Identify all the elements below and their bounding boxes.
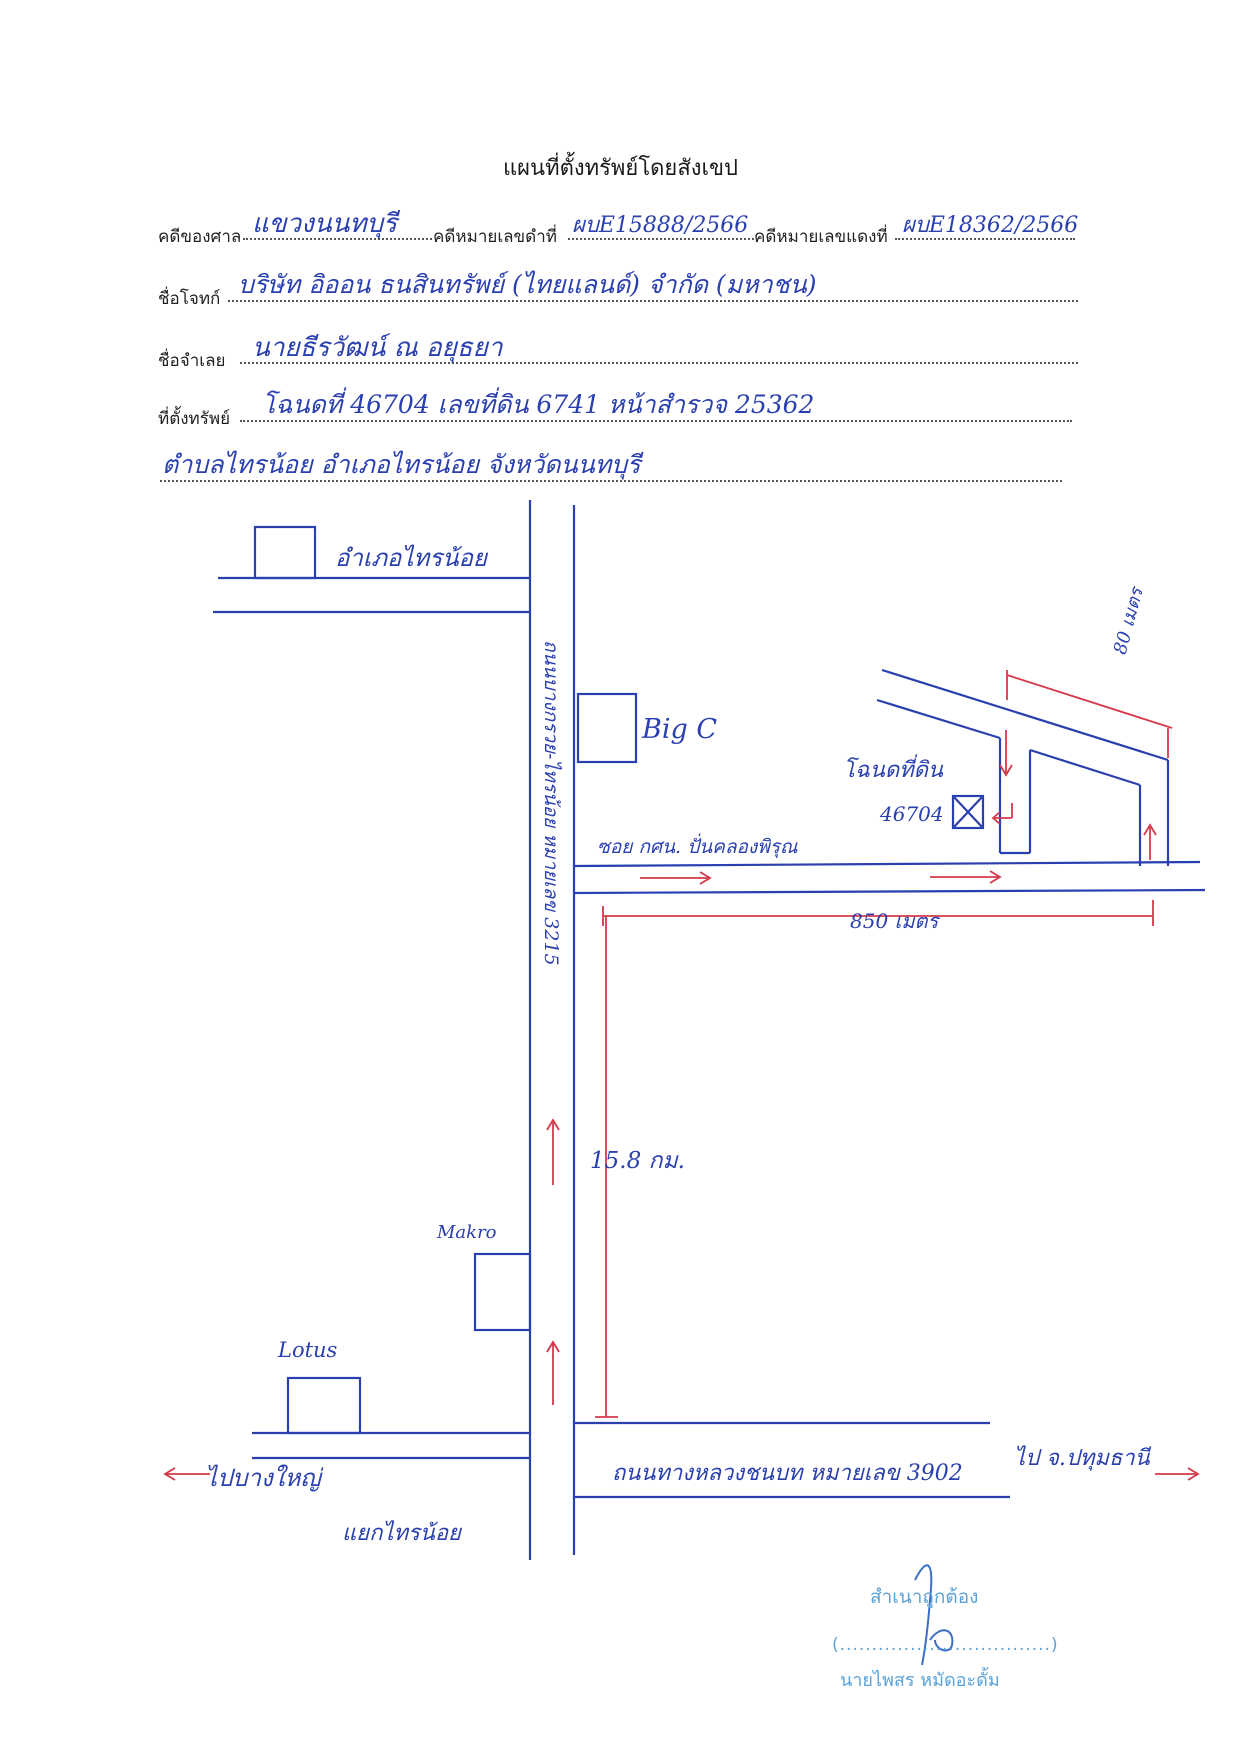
signer-name: นายไพสร หมัดอะดั้ม [840, 1670, 1000, 1691]
black-case-label: คดีหมายเลขดำที่ [433, 227, 557, 247]
deed-marker-box [951, 794, 985, 830]
black-case-value: ผบE15888/2566 [572, 213, 749, 238]
district-office-label: อำเภอไทรน้อย [335, 544, 487, 572]
court-value: แขวงนนทบุรี [252, 209, 397, 239]
big-c-box [576, 692, 638, 764]
soi-arrow-1-head [699, 871, 712, 885]
signature-mark [914, 1564, 954, 1666]
soi-label: ซอย กศน. ปั่นคลองพิรุณ [597, 836, 798, 858]
deed-number-label: 46704 [880, 802, 944, 826]
court-label: คดีของศาล [158, 227, 242, 247]
district-office-box [253, 525, 317, 580]
makro-label: Makro [437, 1222, 497, 1243]
location-line-2: ตำบลไทรน้อย อำเภอไทรน้อย จังหวัดนนทบุรี [162, 450, 641, 479]
plaintiff-value: บริษัท อิออน ธนสินทรัพย์ (ไทยแลนด์) จำกั… [238, 270, 817, 299]
black-case-dotline [568, 238, 754, 240]
main-road-arrow-1-head [546, 1118, 560, 1131]
defendant-label: ชื่อจำเลย [158, 351, 226, 371]
junction-label: แยกไทรน้อย [342, 1521, 461, 1546]
plot-top-edge [1029, 748, 1141, 787]
plaintiff-dotline [228, 300, 1078, 302]
document-title: แผนที่ตั้งทรัพย์โดยสังเขป [502, 156, 739, 181]
to-bangyai-arrow-head [163, 1467, 176, 1481]
signature-line: (.................................) [832, 1635, 1059, 1655]
diagonal-road-bottom [876, 698, 1001, 740]
court-dotline [243, 238, 432, 240]
plot-arrow-up-head [1143, 823, 1157, 836]
plaintiff-label: ชื่อโจทก์ [158, 289, 221, 309]
big-c-label: Big C [642, 714, 718, 745]
defendant-value: นายธีรวัฒน์ ณ อยุธยา [252, 333, 503, 363]
diagonal-road-top [881, 668, 1169, 762]
to-pathum-arrow-head [1187, 1467, 1200, 1481]
main-road-arrow-2-head [546, 1340, 560, 1353]
deed-label: โฉนดที่ดิน [843, 758, 943, 783]
deed-marker-cross-b [952, 795, 984, 829]
makro-box [473, 1252, 532, 1332]
to-bangyai-label: ไปบางใหญ่ [205, 1464, 321, 1492]
location-dotline-2 [160, 480, 1062, 482]
red-case-label: คดีหมายเลขแดงที่ [754, 227, 888, 247]
soi-road-bottom-edge [573, 888, 1206, 895]
lotus-box [286, 1376, 362, 1435]
lotus-label: Lotus [278, 1338, 338, 1362]
soi-arrow-2-head [989, 870, 1002, 884]
soi-road-top-edge [573, 860, 1201, 868]
main-road-label: ถนนบางกรวย-ไทรน้อย หมายเลข 3215 [540, 640, 562, 966]
plot-arrow-down-head [999, 764, 1013, 777]
dist-80-line [1006, 674, 1173, 729]
defendant-dotline [240, 362, 1078, 364]
plot-arrow-into-head [991, 811, 1001, 825]
certified-copy-text: สำเนาถูกต้อง [870, 1586, 979, 1608]
location-label: ที่ตั้งทรัพย์ [158, 409, 231, 429]
dist-850-label: 850 เมตร [850, 909, 939, 933]
location-dotline-1 [240, 420, 1072, 422]
red-case-dotline [895, 238, 1075, 240]
to-pathum-label: ไป จ.ปทุมธานี [1014, 1446, 1150, 1471]
dist-15-8-label: 15.8 กม. [590, 1148, 685, 1174]
location-line-1: โฉนดที่ 46704 เลขที่ดิน 6741 หน้าสำรวจ 2… [262, 390, 815, 419]
red-case-value: ผบE18362/2566 [902, 213, 1079, 238]
rural-road-label: ถนนทางหลวงชนบท หมายเลข 3902 [612, 1461, 963, 1486]
